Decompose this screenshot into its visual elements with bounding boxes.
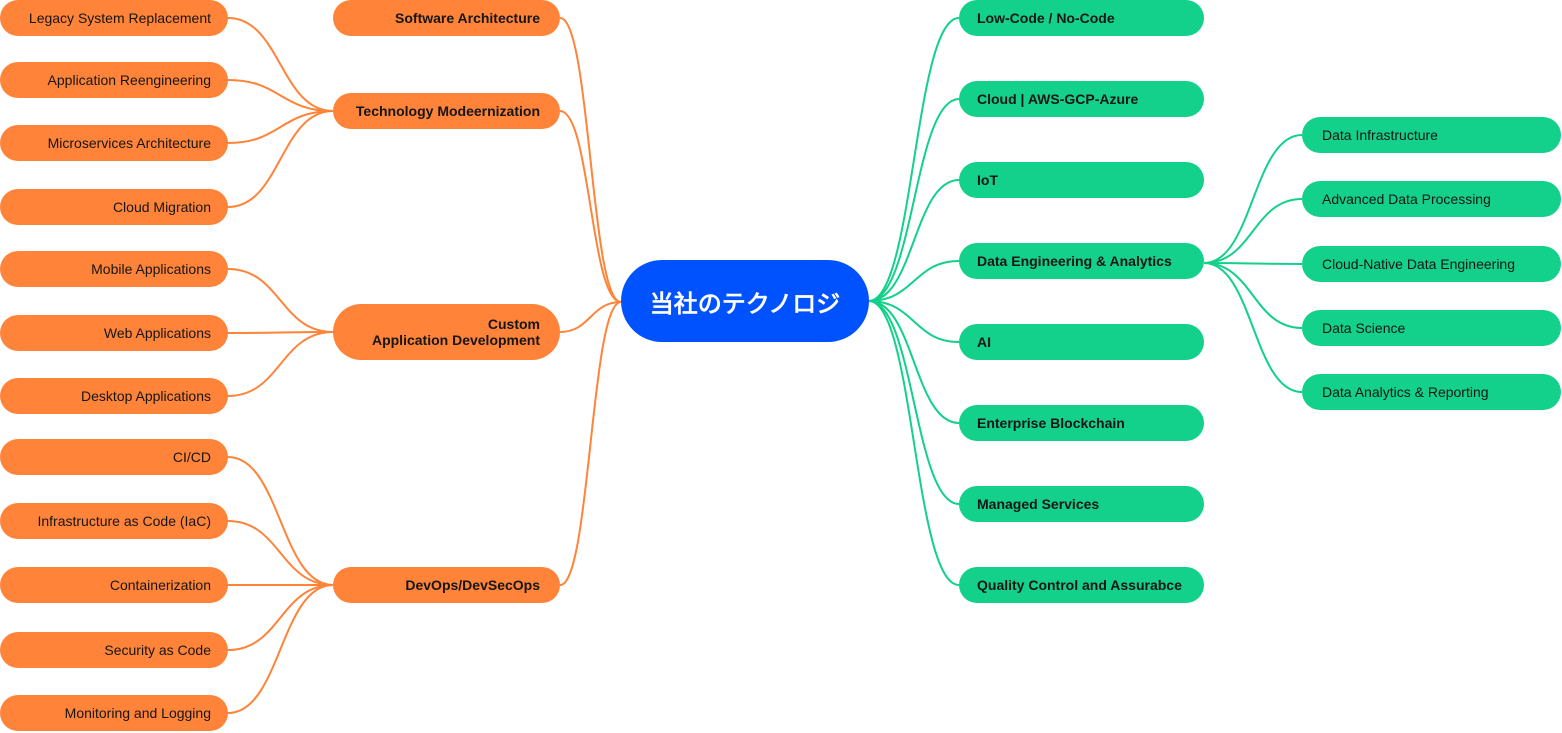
leaf-cloud-native-data-engineering[interactable]: Cloud-Native Data Engineering: [1302, 246, 1561, 282]
leaf-data-infrastructure[interactable]: Data Infrastructure: [1302, 117, 1561, 153]
link-techmod-2: [227, 110, 334, 144]
link-customapp-0: [227, 268, 334, 333]
link-root-left-3: [559, 301, 622, 586]
leaf-web-applications[interactable]: Web Applications: [0, 315, 228, 351]
branch-quality-control[interactable]: Quality Control and Assurabce: [959, 567, 1204, 603]
link-techmod-1: [227, 79, 334, 112]
branch-technology-modernization[interactable]: Technology Modeernization: [333, 93, 560, 129]
leaf-data-analytics-reporting[interactable]: Data Analytics & Reporting: [1302, 374, 1561, 410]
link-root-left-2: [559, 301, 622, 333]
link-root-right-0: [868, 17, 960, 302]
leaf-mobile-applications[interactable]: Mobile Applications: [0, 251, 228, 287]
branch-managed-services[interactable]: Managed Services: [959, 486, 1204, 522]
link-root-right-7: [868, 300, 960, 586]
link-dataeng-1: [1203, 198, 1303, 264]
link-root-right-2: [868, 179, 960, 302]
branch-enterprise-blockchain[interactable]: Enterprise Blockchain: [959, 405, 1204, 441]
root-label: 当社のテクノロジ: [649, 288, 841, 318]
link-dataeng-0: [1203, 134, 1303, 264]
link-root-right-4: [868, 300, 960, 343]
branch-data-engineering[interactable]: Data Engineering & Analytics: [959, 243, 1204, 279]
link-customapp-2: [227, 331, 334, 397]
branch-devops[interactable]: DevOps/DevSecOps: [333, 567, 560, 603]
leaf-containerization[interactable]: Containerization: [0, 567, 228, 603]
link-root-right-3: [868, 260, 960, 302]
leaf-ci-cd[interactable]: CI/CD: [0, 439, 228, 475]
root-node[interactable]: 当社のテクノロジ: [621, 260, 869, 342]
link-customapp-1: [227, 331, 334, 334]
leaf-desktop-applications[interactable]: Desktop Applications: [0, 378, 228, 414]
leaf-security-as-code[interactable]: Security as Code: [0, 632, 228, 668]
branch-cloud[interactable]: Cloud | AWS-GCP-Azure: [959, 81, 1204, 117]
branch-custom-application-development[interactable]: Custom Application Development: [333, 304, 560, 360]
link-dataeng-3: [1203, 262, 1303, 329]
link-root-right-6: [868, 300, 960, 505]
branch-iot[interactable]: IoT: [959, 162, 1204, 198]
leaf-application-reengineering[interactable]: Application Reengineering: [0, 62, 228, 98]
branch-ai[interactable]: AI: [959, 324, 1204, 360]
link-root-right-5: [868, 300, 960, 424]
branch-low-code[interactable]: Low-Code / No-Code: [959, 0, 1204, 36]
leaf-data-science[interactable]: Data Science: [1302, 310, 1561, 346]
link-devops-3: [227, 584, 334, 651]
leaf-legacy-system-replacement[interactable]: Legacy System Replacement: [0, 0, 228, 36]
leaf-infrastructure-as-code[interactable]: Infrastructure as Code (IaC): [0, 503, 228, 539]
leaf-monitoring-and-logging[interactable]: Monitoring and Logging: [0, 695, 228, 731]
link-root-left-1: [559, 110, 622, 303]
leaf-microservices-architecture[interactable]: Microservices Architecture: [0, 125, 228, 161]
link-devops-1: [227, 520, 334, 586]
leaf-advanced-data-processing[interactable]: Advanced Data Processing: [1302, 181, 1561, 217]
link-devops-0: [227, 456, 334, 586]
link-dataeng-2: [1203, 262, 1303, 265]
link-root-right-1: [868, 98, 960, 302]
link-root-left-0: [559, 17, 622, 303]
branch-software-architecture[interactable]: Software Architecture: [333, 0, 560, 36]
link-techmod-3: [227, 110, 334, 208]
link-dataeng-4: [1203, 262, 1303, 393]
leaf-cloud-migration[interactable]: Cloud Migration: [0, 189, 228, 225]
link-techmod-0: [227, 17, 334, 112]
link-devops-4: [227, 584, 334, 714]
